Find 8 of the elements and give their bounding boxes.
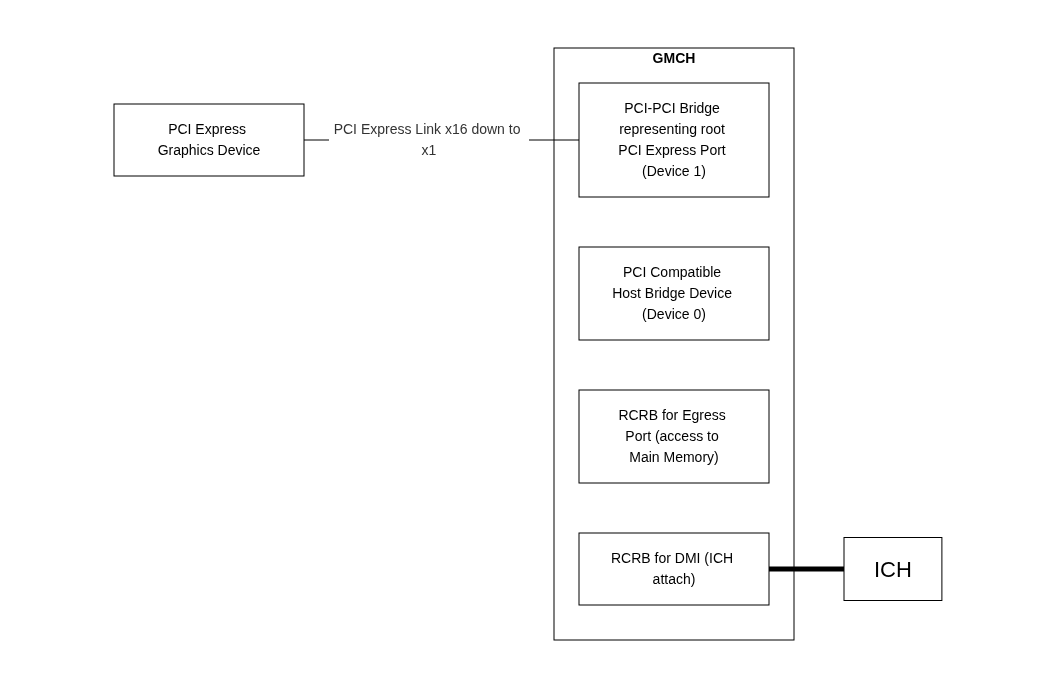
node-box: PCI Express Graphics Device (113, 103, 305, 177)
connector (768, 566, 844, 572)
node-box: RCRB for Egress Port (access to Main Memory) (578, 389, 770, 484)
node-box: RCRB for DMI (ICH attach) (578, 532, 770, 606)
node-box: PCI Compatible Host Bridge Device (Device 0) (578, 246, 770, 341)
edge-label: PCI Express Link x16 down to x1 (333, 121, 520, 158)
node-box: PCI-PCI Bridge representing root PCI Express Port (Device 1) (578, 82, 770, 198)
node-box: ICH (843, 537, 942, 601)
